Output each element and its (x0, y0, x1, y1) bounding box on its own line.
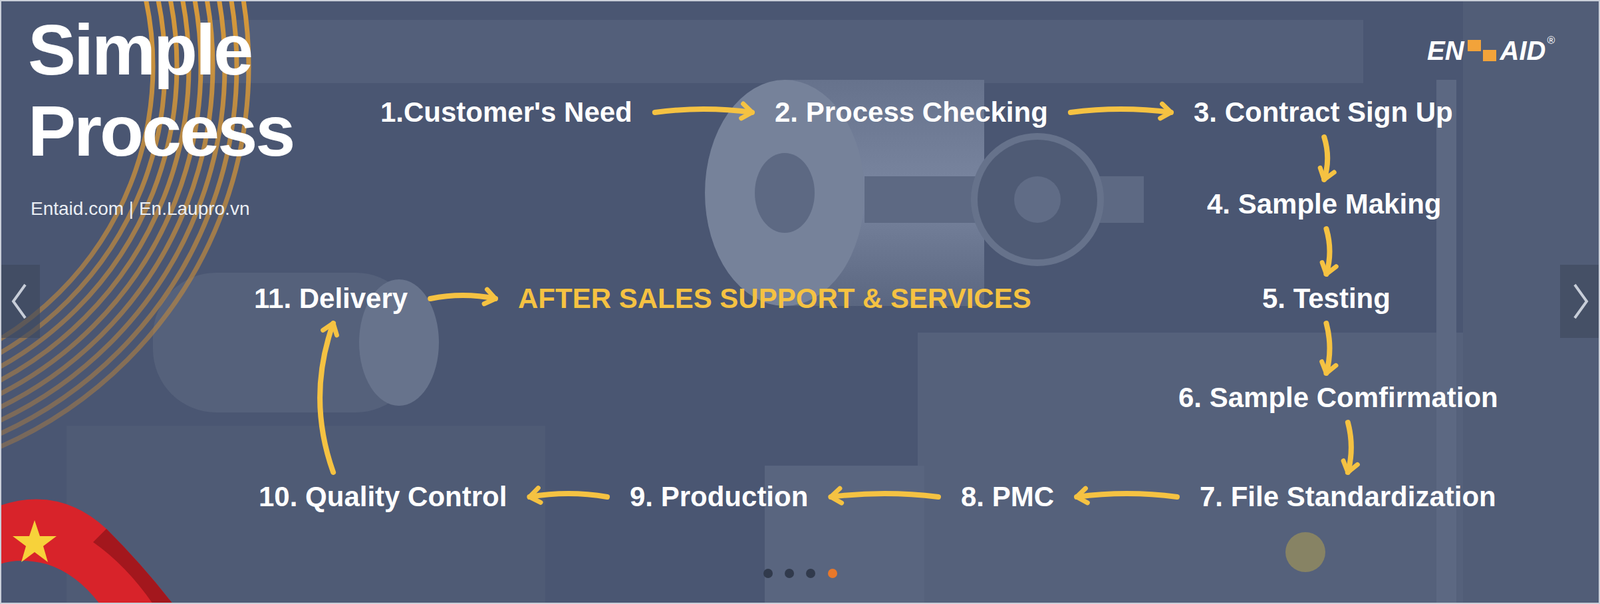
process-step: 7. File Standardization (1197, 480, 1499, 514)
step-text: 10. Quality Control (258, 480, 507, 514)
flow-arrow (319, 323, 334, 473)
process-step: 5. Testing (1259, 281, 1394, 316)
process-step: 4. Sample Making (1204, 187, 1444, 221)
step-text: AFTER SALES SUPPORT & SERVICES (518, 281, 1032, 316)
process-step: 8. PMC (958, 480, 1057, 514)
roller-hub (754, 152, 815, 233)
logo-squares (1466, 37, 1499, 64)
process-step: 2. Process Checking (772, 95, 1051, 130)
carousel-prev (0, 264, 40, 338)
gear (974, 136, 1101, 263)
carousel-next (1560, 264, 1600, 338)
step-text: 3. Contract Sign Up (1193, 95, 1454, 130)
flow-arrow (1326, 228, 1330, 274)
logo-text: AID (1500, 34, 1547, 67)
flow-arrow (1347, 422, 1352, 473)
process-step: 3. Contract Sign Up (1191, 95, 1456, 130)
step-text: 2. Process Checking (774, 95, 1049, 130)
step-text: 6. Sample Comfirmation (1178, 381, 1499, 415)
process-step: AFTER SALES SUPPORT & SERVICES (515, 281, 1035, 316)
carousel-dots (763, 568, 838, 578)
flow-arrow (1070, 109, 1172, 113)
process-step: 10. Quality Control (256, 480, 510, 514)
step-text: 7. File Standardization (1199, 480, 1497, 514)
step-text: 1.Customer's Need (380, 95, 633, 130)
registered-mark: ® (1546, 34, 1555, 47)
step-text: 8. PMC (960, 480, 1055, 514)
logo-text: EN (1427, 34, 1465, 67)
yellow-knob (1285, 532, 1326, 572)
logo-square (1482, 49, 1497, 62)
logo-square (1467, 39, 1481, 52)
process-step: 6. Sample Comfirmation (1175, 381, 1501, 415)
flow-arrow (655, 109, 753, 113)
top-roller (199, 19, 1364, 84)
flow-arrow (529, 493, 608, 497)
website-text: Entaid.com | En.Laupro.vn (30, 196, 250, 221)
flow-arrow (1076, 493, 1178, 497)
process-step: 1.Customer's Need (377, 95, 636, 130)
side-frame (1463, 0, 1600, 604)
frame-bar (1436, 79, 1457, 604)
flow-arrow (830, 493, 939, 497)
flow-arrow (1324, 136, 1328, 180)
flow-arrow (1326, 323, 1330, 374)
process-step: 9. Production (627, 480, 811, 514)
brand-logo: EN AID® (1427, 34, 1555, 67)
flag-ribbon (0, 499, 173, 604)
process-step: 11. Delivery (251, 281, 411, 316)
title-text: Simple Process (27, 9, 348, 172)
step-text: 11. Delivery (254, 281, 408, 316)
step-text: 9. Production (629, 480, 808, 514)
step-text: 4. Sample Making (1206, 187, 1442, 221)
step-text: 5. Testing (1262, 281, 1391, 316)
lower-frame (66, 425, 546, 604)
gear-hub (1014, 176, 1061, 223)
flow-arrow (430, 295, 496, 299)
